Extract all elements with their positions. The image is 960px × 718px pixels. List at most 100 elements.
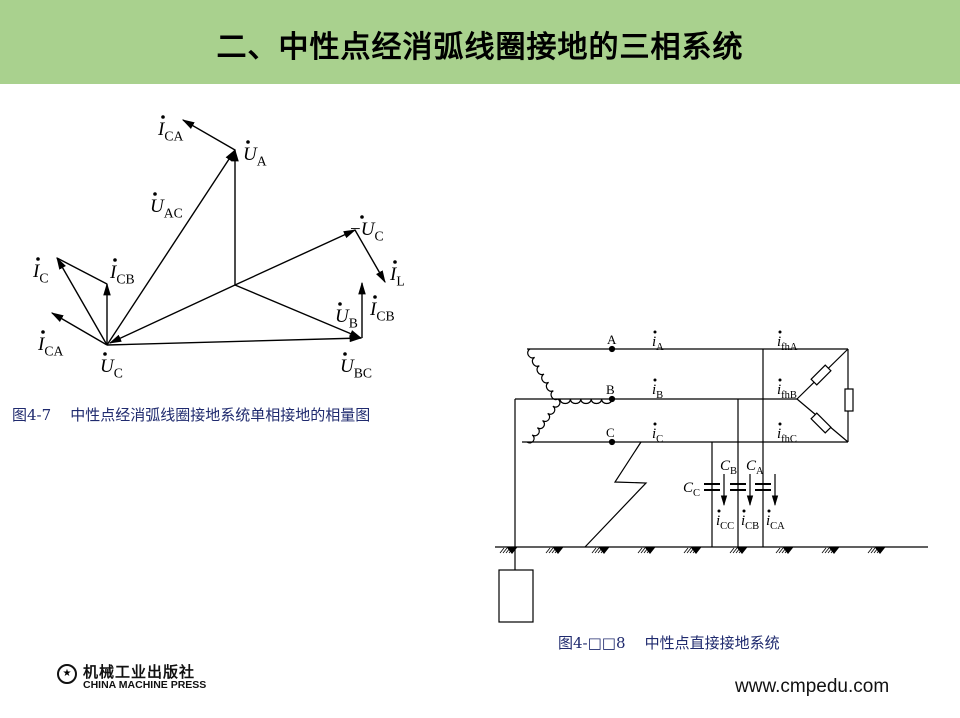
ground-symbol-icon xyxy=(598,547,610,554)
phasor-label: UAC xyxy=(150,196,183,221)
ground-hatch xyxy=(545,547,551,554)
dot-accent-icon xyxy=(778,378,782,382)
ground-hatch xyxy=(821,547,827,554)
dot-accent-icon xyxy=(360,215,364,219)
winding-a xyxy=(527,348,559,401)
dot-accent-icon xyxy=(653,330,657,334)
circuit-label: iCB xyxy=(741,513,759,532)
dot-accent-icon xyxy=(373,295,377,299)
circuit-label: CA xyxy=(746,458,764,477)
dot-accent-icon xyxy=(103,352,107,356)
dot-accent-icon xyxy=(343,352,347,356)
i-cb-to-i-c-link xyxy=(56,257,108,285)
ground-hatch xyxy=(870,547,876,554)
figure-4-8-caption: 图4-□□8 中性点直接接地系统 xyxy=(558,634,780,652)
ground-symbol-icon xyxy=(782,547,794,554)
ground-hatch xyxy=(775,547,781,554)
publisher-logo: ★ 机械工业出版社 CHINA MACHINE PRESS xyxy=(55,662,225,692)
ground-hatch xyxy=(640,547,646,554)
phasor-label: IL xyxy=(389,264,405,289)
dot-accent-icon xyxy=(246,140,250,144)
website-url: www.cmpedu.com xyxy=(735,676,890,697)
ground-hatch xyxy=(637,547,643,554)
phasor-diagram xyxy=(50,119,386,346)
title-bar: 二、中性点经消弧线圈接地的三相系统 xyxy=(0,0,960,84)
u-ac-phasor xyxy=(106,148,236,346)
winding-c xyxy=(526,398,561,444)
circuit-label: iC xyxy=(652,426,663,445)
ground-hatch xyxy=(499,547,505,554)
circuit-label: CB xyxy=(720,458,737,477)
ground-hatch xyxy=(729,547,735,554)
i-ca-left-phasor xyxy=(50,312,108,346)
dot-accent-icon xyxy=(161,115,165,119)
load-resistor xyxy=(810,364,832,386)
ground-symbol-icon xyxy=(644,547,656,554)
phasor-label: UBC xyxy=(340,356,372,381)
u-b-phasor xyxy=(234,284,363,339)
phase-label: B xyxy=(606,382,615,397)
circuit-diagram xyxy=(495,345,928,623)
dot-accent-icon xyxy=(767,509,771,513)
winding-b xyxy=(559,398,613,405)
i-ca-top-phasor xyxy=(181,119,236,151)
phasor-label: UB xyxy=(335,306,358,331)
ground-symbol-icon xyxy=(874,547,886,554)
phasor-label: UA xyxy=(243,144,267,169)
dot-accent-icon xyxy=(717,509,721,513)
publisher-name-cn: 机械工业出版社 xyxy=(83,663,196,681)
dot-accent-icon xyxy=(778,422,782,426)
ground-symbol-icon xyxy=(506,547,518,554)
grounding-box xyxy=(498,569,534,623)
gear-star-icon: ★ xyxy=(57,664,77,684)
slide-title: 二、中性点经消弧线圈接地的三相系统 xyxy=(216,30,744,65)
terminal-a xyxy=(608,345,616,353)
ground-hatch xyxy=(824,547,830,554)
dot-accent-icon xyxy=(113,258,117,262)
circuit-label: iCC xyxy=(716,513,734,532)
dot-accent-icon xyxy=(393,260,397,264)
ground-hatch xyxy=(867,547,873,554)
circuit-label: ifhC xyxy=(777,426,797,445)
terminal-c xyxy=(608,438,616,446)
ground-hatch xyxy=(686,547,692,554)
terminal-b xyxy=(608,395,616,403)
dot-accent-icon xyxy=(36,257,40,261)
dot-accent-icon xyxy=(742,509,746,513)
dot-accent-icon xyxy=(41,330,45,334)
ground-hatch xyxy=(683,547,689,554)
load-resistor xyxy=(810,412,832,434)
phasor-label: ICB xyxy=(369,299,395,324)
phasor-label: IC xyxy=(32,261,48,286)
ground-hatch xyxy=(591,547,597,554)
ground-hatch xyxy=(548,547,554,554)
circuit-label: ifhB xyxy=(777,382,797,401)
circuit-label: iCA xyxy=(766,513,785,532)
circuit-label: ifhA xyxy=(777,334,798,353)
dot-accent-icon xyxy=(338,302,342,306)
ground-symbol-icon xyxy=(690,547,702,554)
dot-accent-icon xyxy=(653,422,657,426)
ground-hatch xyxy=(778,547,784,554)
circuit-label: iA xyxy=(652,334,664,353)
phase-label: C xyxy=(606,425,615,440)
ground-hatch xyxy=(594,547,600,554)
fault-zigzag xyxy=(584,441,648,548)
phasor-label: ICA xyxy=(157,119,183,144)
ground-hatch xyxy=(502,547,508,554)
phasor-label: −UC xyxy=(350,219,384,244)
dot-accent-icon xyxy=(653,378,657,382)
load-resistor xyxy=(844,388,854,412)
u-c-phasor xyxy=(108,284,236,344)
publisher-name-en: CHINA MACHINE PRESS xyxy=(83,679,207,691)
ground-symbol-icon xyxy=(736,547,748,554)
phasor-label: ICA xyxy=(37,334,63,359)
phasor-label: UC xyxy=(100,356,123,381)
phase-label: A xyxy=(607,332,617,347)
dot-accent-icon xyxy=(153,192,157,196)
ground-symbol-icon xyxy=(828,547,840,554)
i-c-phasor xyxy=(56,256,108,346)
